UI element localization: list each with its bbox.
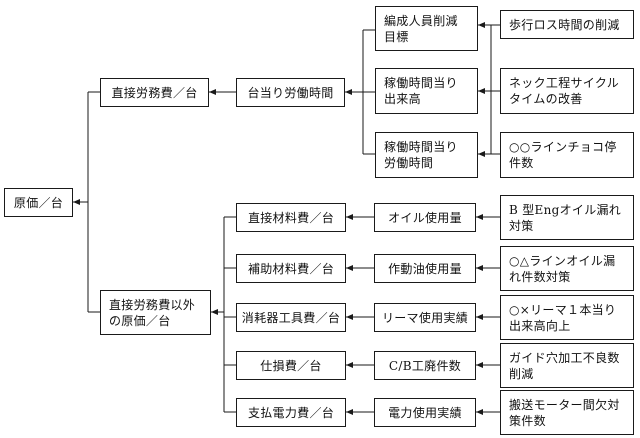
reamer-usage-node: リーマ使用実績 [374, 303, 476, 332]
aux-material-node: 補助材料費／台 [236, 254, 346, 283]
power-usage-node: 電力使用実績 [374, 398, 476, 427]
scrap-node: 仕損費／台 [236, 351, 346, 380]
oil-usage-node: オイル使用量 [374, 203, 476, 232]
power-node: 支払電力費／台 [236, 398, 346, 427]
direct-labor-node: 直接労務費／台 [100, 78, 209, 107]
other-cost-node: 直接労務費以外 の原価／台 [100, 290, 211, 335]
direct-material-node: 直接材料費／台 [236, 203, 346, 232]
staff-reduction-node: 編成人員削減 目標 [375, 6, 478, 51]
line-oil-leak-node: ○△ラインオイル漏 れ件数対策 [500, 246, 634, 291]
line-stops-node: ○○ラインチョコ停 件数 [500, 132, 634, 178]
hydraulic-oil-node: 作動油使用量 [374, 254, 476, 283]
b-engine-oil-node: B 型Engオイル漏れ 対策 [500, 195, 634, 240]
labor-per-hour-node: 稼働時間当り 労働時間 [375, 132, 478, 178]
walking-loss-node: 歩行ロス時間の削減 [500, 10, 634, 39]
labor-hours-node: 台当り労働時間 [236, 78, 345, 107]
root-node: 原価／台 [4, 188, 73, 217]
reamer-output-node: ○×リーマ１本当り 出来高向上 [500, 295, 634, 340]
neck-process-node: ネック工程サイクル タイムの改善 [500, 68, 634, 114]
cb-scrap-node: C/B工廃件数 [374, 351, 476, 380]
guide-hole-node: ガイド穴加工不良数 削減 [500, 343, 634, 388]
consumables-node: 消耗器工具費／台 [236, 303, 346, 332]
output-per-hour-node: 稼働時間当り 出来高 [375, 68, 478, 114]
conveyor-motor-node: 搬送モーター間欠対 策件数 [500, 390, 634, 435]
